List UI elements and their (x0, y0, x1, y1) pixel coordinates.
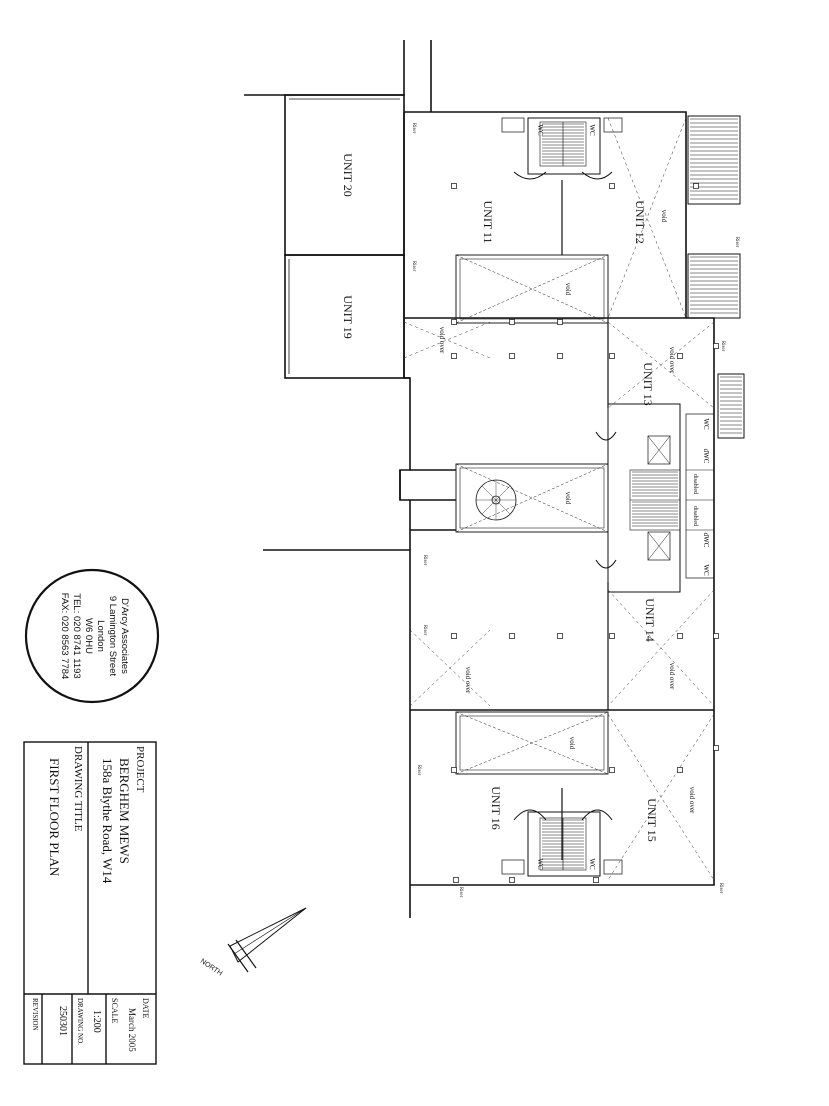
stair-treads (542, 118, 742, 869)
riser-label-9: Riser (718, 883, 723, 894)
title-block-text: PROJECT BERGHEM MEWS 158a Blythe Road, W… (31, 746, 150, 1052)
columns (451, 183, 719, 883)
riser-label-2: Riser (411, 261, 416, 272)
external-stairs (687, 115, 745, 439)
riser-label-1: Riser (411, 123, 416, 134)
column (713, 633, 719, 639)
void-over-diagonals (403, 117, 715, 881)
riser-label-7: Riser (416, 765, 421, 776)
riser-label-4: Riser (720, 341, 725, 352)
column (713, 343, 719, 349)
architect-stamp: D'Arcy Associates 9 Lamington Street Lon… (24, 568, 160, 704)
column (713, 745, 719, 751)
drawing-no-heading: DRAWING NO. (76, 998, 84, 1045)
wc-label-4: WC (588, 858, 596, 870)
unit-label-16: UNIT 16 (489, 786, 503, 829)
column (593, 877, 599, 883)
void-over-label-unit13: void over (668, 347, 676, 374)
column (453, 877, 459, 883)
column (451, 183, 457, 189)
wc-label-1: WC (536, 124, 544, 136)
column (451, 633, 457, 639)
scale-heading: SCALE (110, 998, 119, 1023)
revision-heading: REVISION (31, 998, 39, 1031)
building-walls (244, 40, 715, 918)
unit-label-15: UNIT 15 (645, 798, 659, 841)
column (557, 633, 563, 639)
void-label-bottom: void (568, 737, 576, 750)
wc-label-2: WC (588, 124, 596, 136)
riser-label-3: Riser (734, 237, 739, 248)
void-over-label-unit11: void over (438, 327, 446, 354)
column (677, 767, 683, 773)
column (509, 877, 515, 883)
void-over-label-unit15: void over (688, 787, 696, 814)
project-address: 158a Blythe Road, W14 (100, 758, 115, 884)
wc-label-5: WC (702, 418, 710, 430)
wc-label-6: WC (702, 564, 710, 576)
drawing-title: FIRST FLOOR PLAN (47, 758, 62, 877)
column (609, 353, 615, 359)
riser-label-5: Riser (422, 555, 427, 566)
title-block (23, 741, 157, 1065)
column (509, 633, 515, 639)
void-over-label-unit14: void over (668, 663, 676, 690)
void-openings (455, 254, 609, 775)
stamp-city: London (95, 620, 106, 652)
unit-labels: UNIT 20 UNIT 19 UNIT 11 UNIT 12 UNIT 13 … (341, 153, 659, 841)
stamp-postcode: W6 0HU (83, 618, 94, 654)
column (557, 319, 563, 325)
stair-core-central (595, 403, 715, 593)
stamp-tel: TEL: 020 8741 1193 (71, 593, 82, 678)
column (509, 353, 515, 359)
stamp-company: D'Arcy Associates (119, 598, 130, 674)
column (557, 353, 563, 359)
stamp-fax: FAX: 020 8563 7784 (59, 593, 70, 680)
column (609, 767, 615, 773)
void-label-centre: void (564, 492, 572, 505)
column (509, 319, 515, 325)
column (609, 633, 615, 639)
drawing-title-heading: DRAWING TITLE (72, 746, 84, 832)
column (677, 353, 683, 359)
column (451, 353, 457, 359)
date-value: March 2005 (127, 1008, 137, 1052)
scale-value: 1:200 (91, 1010, 102, 1033)
unit-label-12: UNIT 12 (633, 200, 647, 243)
column (693, 183, 699, 189)
unit-label-14: UNIT 14 (643, 598, 657, 641)
riser-label-8: Riser (458, 887, 463, 898)
void-label-unit12: void (660, 210, 668, 223)
stamp-street: 9 Lamington Street (107, 596, 118, 677)
project-heading: PROJECT (134, 746, 146, 793)
wc-label-3: WC (536, 858, 544, 870)
room-labels: void void void void void over void over … (411, 123, 739, 898)
stair-core-bottom (501, 809, 623, 877)
column (609, 183, 615, 189)
north-arrow: NORTH (199, 907, 307, 978)
void-label-top: void (564, 283, 572, 296)
riser-label-6: Riser (422, 625, 427, 636)
disabled-label-1: disabled (692, 474, 698, 494)
north-label: NORTH (199, 958, 223, 978)
column (451, 767, 457, 773)
stair-core-top (501, 117, 623, 180)
void-over-label-unit16: void over (464, 667, 472, 694)
spiral-stair (475, 479, 517, 521)
unit-label-11: UNIT 11 (481, 201, 495, 244)
unit-label-20: UNIT 20 (341, 153, 355, 196)
column (451, 319, 457, 325)
drawing-no-value: 250301 (57, 1006, 68, 1036)
unit-label-19: UNIT 19 (341, 295, 355, 338)
column (677, 633, 683, 639)
unit-label-13: UNIT 13 (641, 362, 655, 405)
project-name: BERGHEM MEWS (117, 758, 132, 864)
date-heading: DATE (141, 998, 150, 1019)
dwc-label-2: dWC (702, 533, 710, 548)
disabled-label-2: disabled (692, 506, 698, 526)
dwc-label-1: dWC (702, 449, 710, 464)
